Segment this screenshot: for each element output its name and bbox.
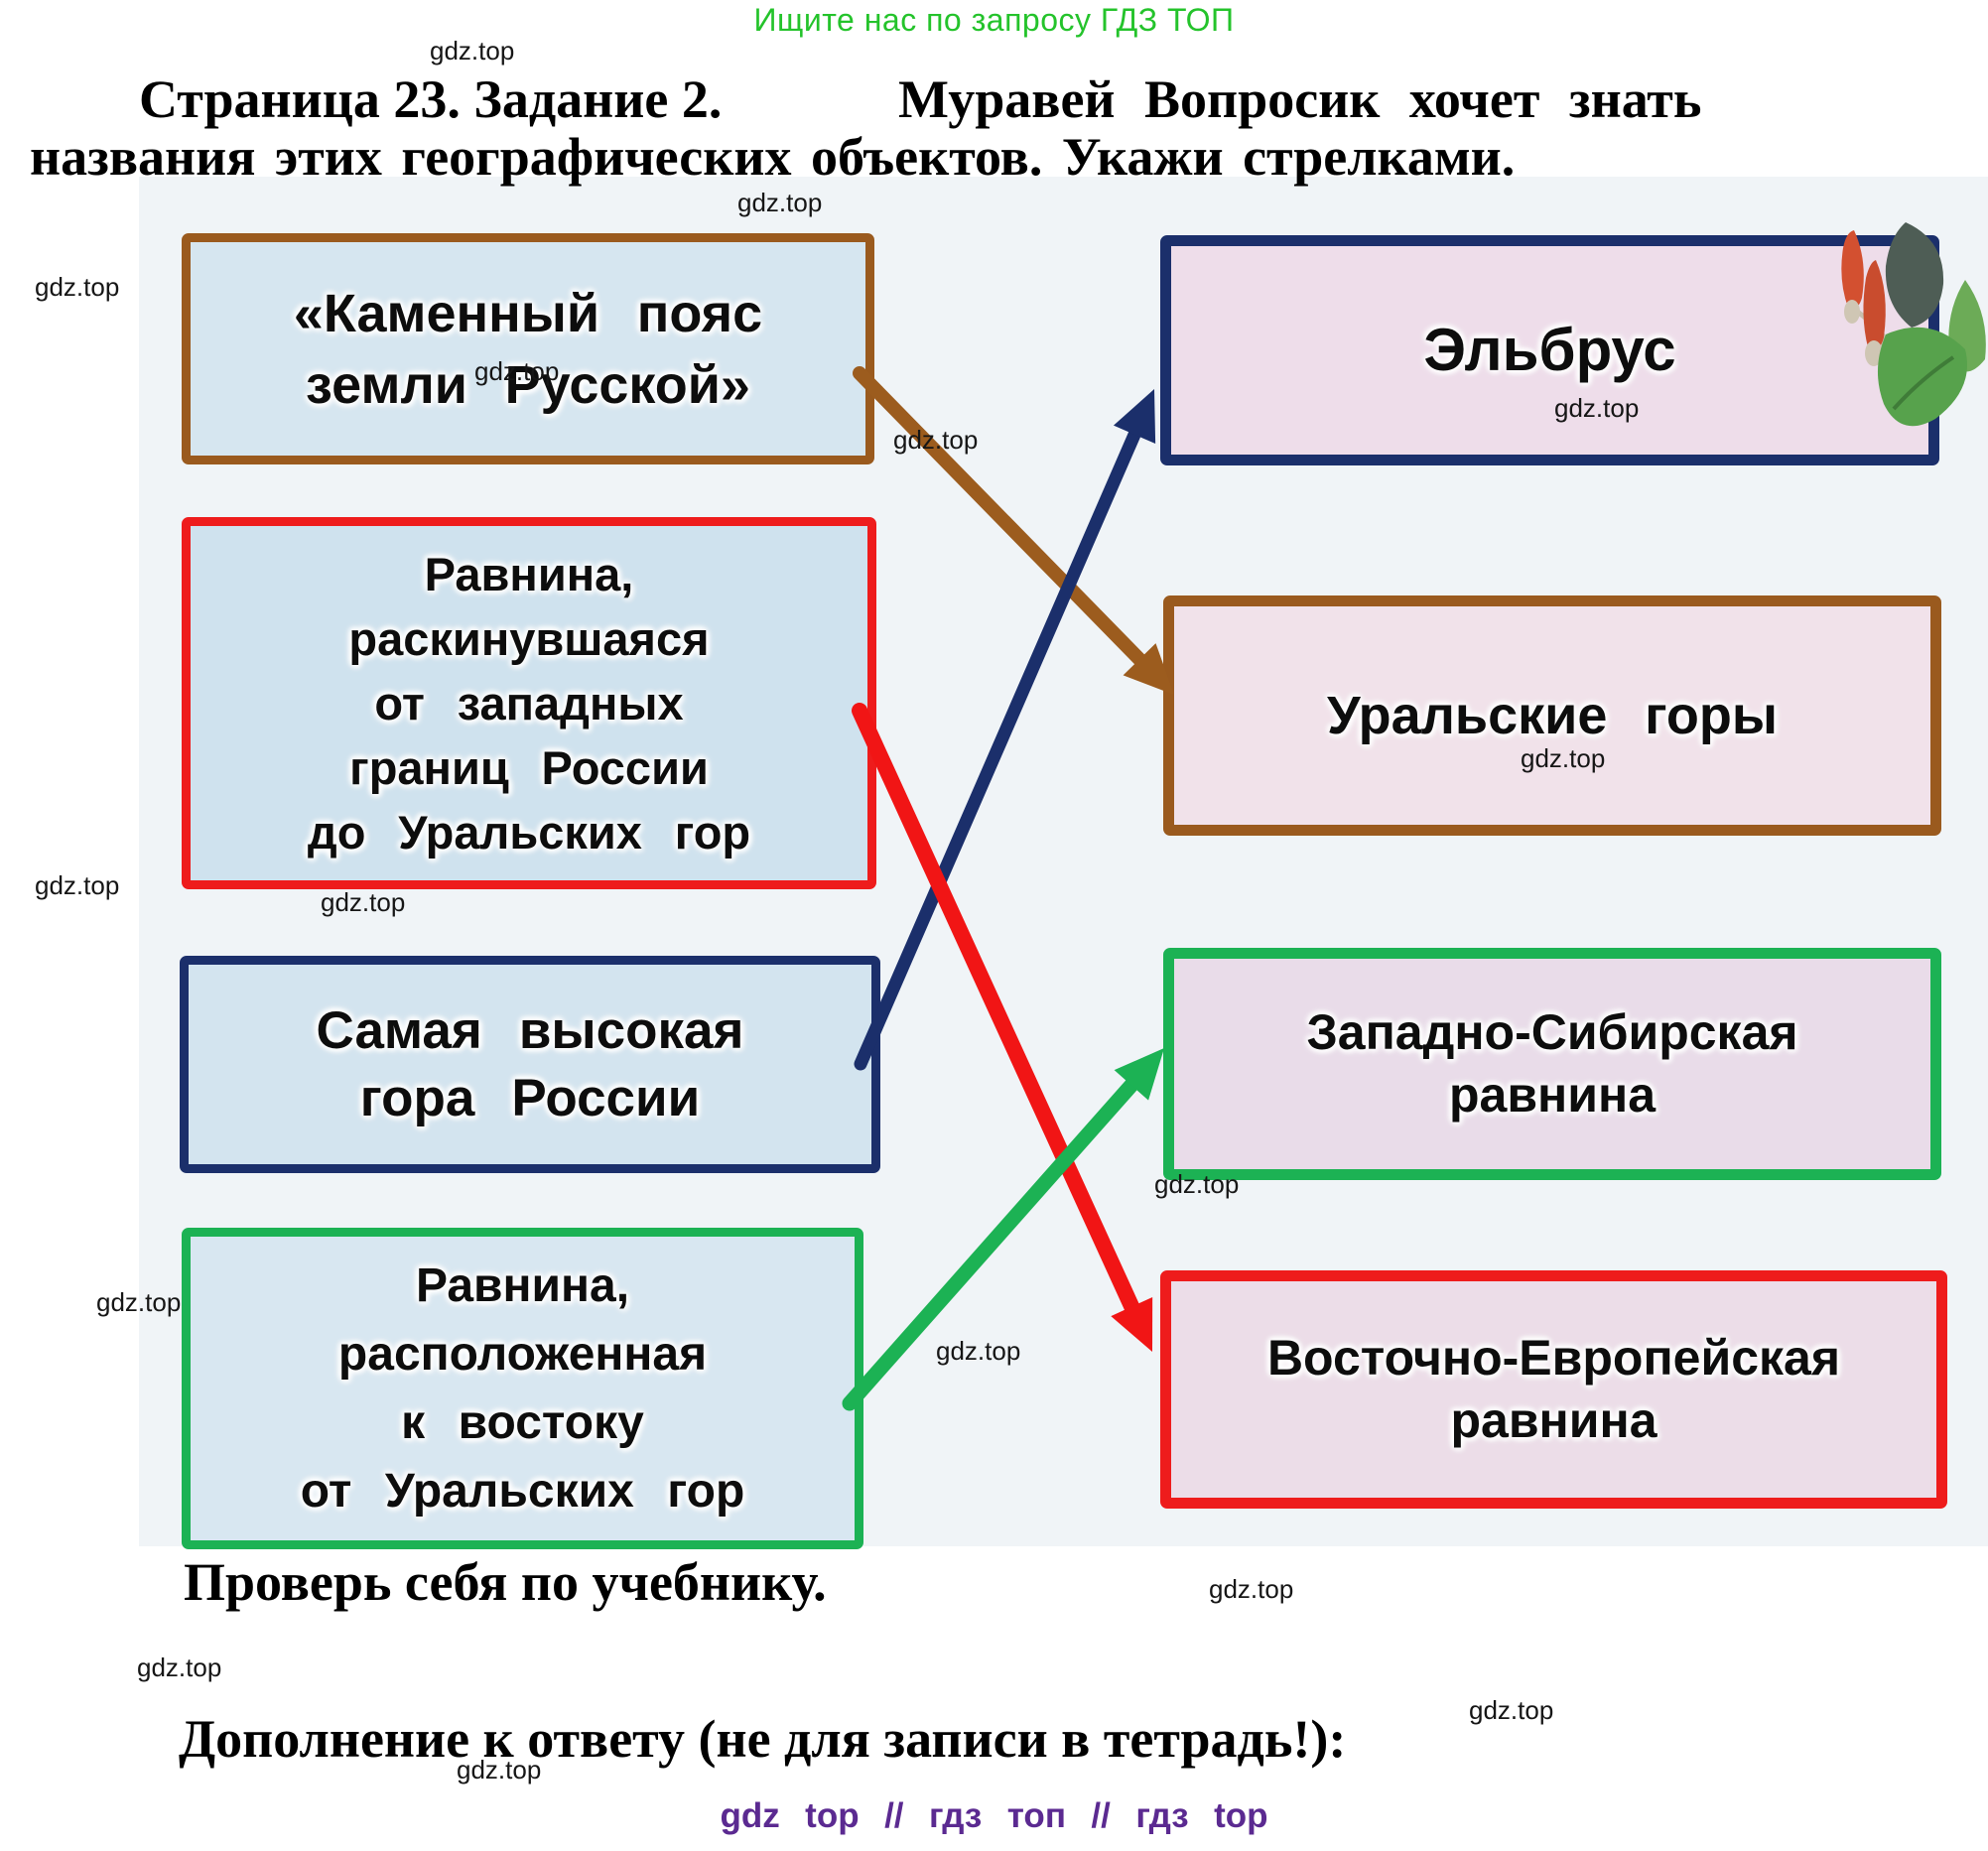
gdz-watermark: gdz.top	[1554, 393, 1640, 423]
name-box-west-siberian: Западно-Сибирская равнина	[1163, 948, 1941, 1180]
name-text: Западно-Сибирская равнина	[1306, 1004, 1798, 1123]
plant-decoration	[1841, 222, 1986, 427]
page-title-part1: Страница 23. Задание 2.	[139, 69, 723, 129]
gdz-watermark: gdz.top	[35, 870, 120, 900]
name-text: Восточно-Европейская равнина	[1266, 1330, 1841, 1448]
gdz-watermark: gdz.top	[1209, 1574, 1294, 1604]
name-box-ural-mountains: Уральские горы	[1163, 595, 1941, 836]
gdz-watermark: gdz.top	[457, 1755, 542, 1785]
gdz-watermark: gdz.top	[137, 1653, 222, 1682]
gdz-watermark: gdz.top	[474, 356, 560, 386]
gdz-watermark: gdz.top	[1154, 1169, 1240, 1199]
supplement-note-text: Дополнение к ответу (не для записи в тет…	[179, 1709, 1347, 1769]
gdz-watermark: gdz.top	[430, 36, 515, 66]
gdz-watermark: gdz.top	[35, 272, 120, 302]
check-yourself-text: Проверь себя по учебнику.	[184, 1552, 827, 1612]
description-text: Самая высокая гора России	[316, 1000, 744, 1127]
description-box-highest-mountain: Самая высокая гора России	[180, 956, 880, 1173]
page-title-part2: Муравей Вопросик хочет знать	[898, 69, 1702, 129]
gdz-watermark: gdz.top	[96, 1287, 182, 1317]
gdz-watermark: gdz.top	[1521, 743, 1606, 773]
name-text: Эльбрус	[1423, 317, 1676, 383]
name-box-east-european: Восточно-Европейская равнина	[1160, 1270, 1947, 1509]
description-box-plain-west: Равнина, раскинувшаяся от западных грани…	[182, 517, 876, 889]
description-text: Равнина, расположенная к востоку от Урал…	[300, 1259, 745, 1518]
description-box-plain-east: Равнина, расположенная к востоку от Урал…	[182, 1228, 863, 1549]
gdz-watermark: gdz.top	[893, 425, 979, 455]
description-text: «Каменный пояс земли Русской»	[293, 283, 763, 415]
gdz-watermark: gdz.top	[737, 188, 823, 217]
gdz-watermark: gdz.top	[936, 1336, 1021, 1366]
footer-links: gdz top // гдз топ // гдз top	[720, 1796, 1268, 1835]
description-box-stone-belt: «Каменный пояс земли Русской»	[182, 233, 874, 464]
gdz-watermark: gdz.top	[1469, 1695, 1554, 1725]
promo-banner: Ищите нас по запросу ГДЗ ТОП	[753, 2, 1235, 38]
gdz-watermark: gdz.top	[321, 887, 406, 917]
name-text: Уральские горы	[1327, 686, 1778, 745]
page-title-line2: названия этих географических объектов. У…	[30, 127, 1516, 187]
name-box-elbrus: Эльбрус	[1160, 235, 1939, 465]
description-text: Равнина, раскинувшаяся от западных грани…	[307, 548, 751, 859]
